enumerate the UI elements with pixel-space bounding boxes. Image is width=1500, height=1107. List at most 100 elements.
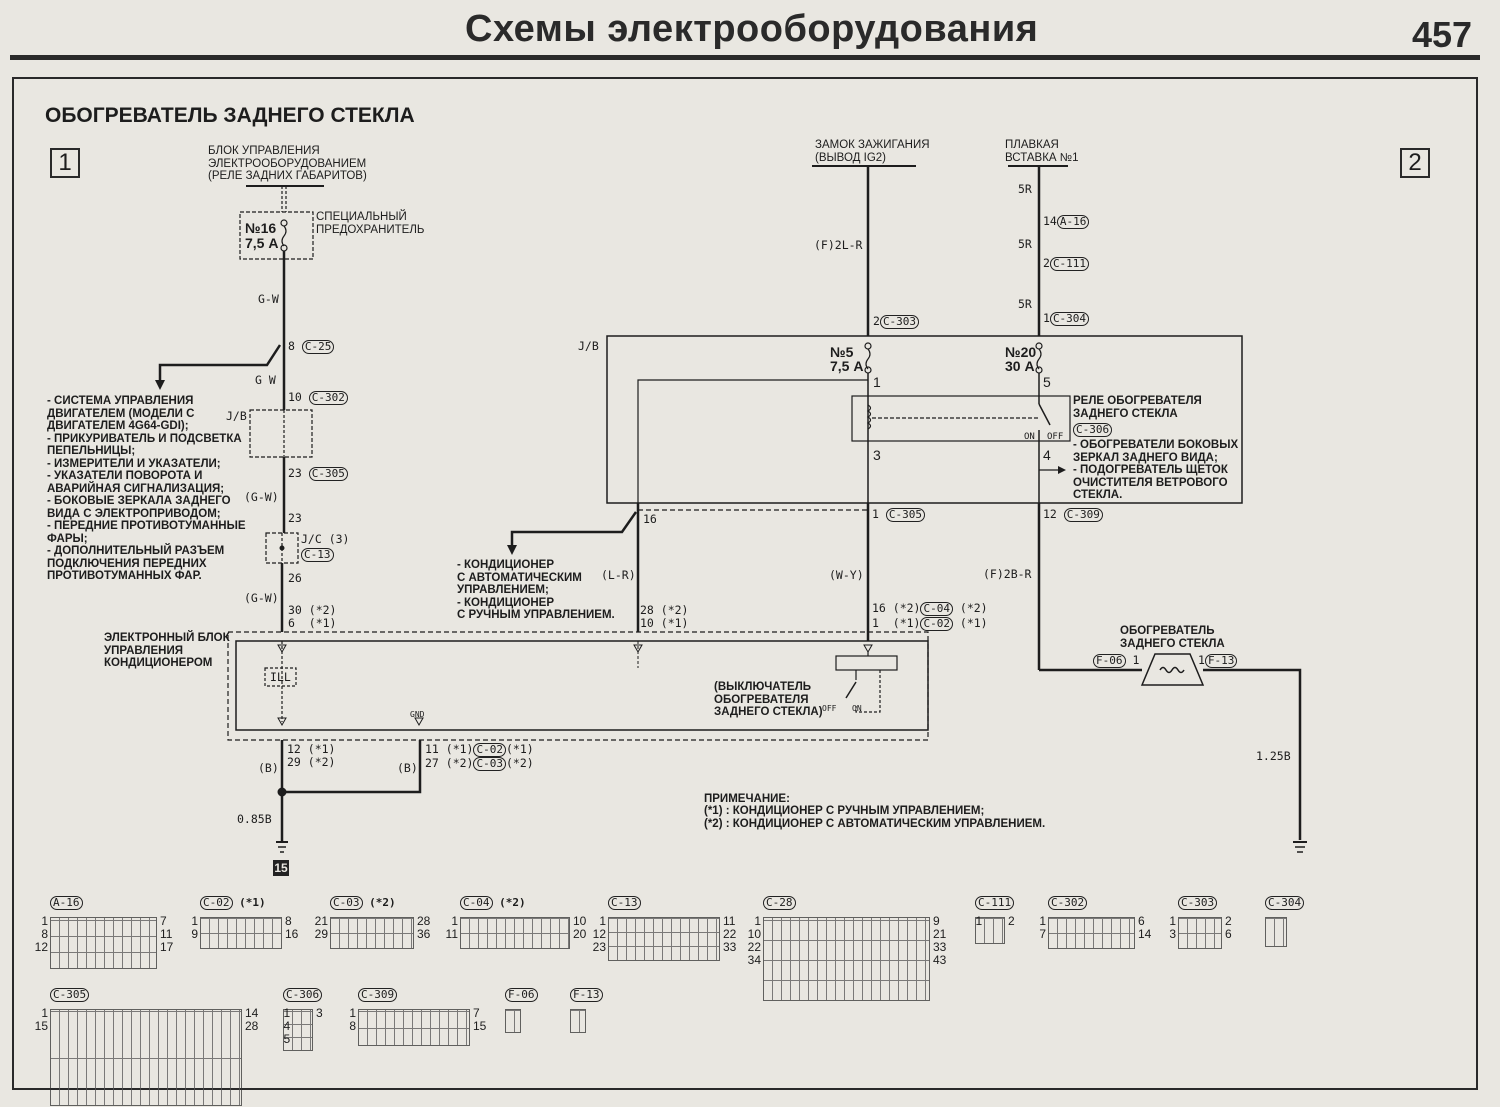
connector-tag: A-16	[1056, 215, 1090, 229]
connector-view: C-03 (*2) 21 29 28 36	[315, 893, 430, 949]
connector-view: F-13	[570, 985, 603, 1033]
wire-code: (B)	[397, 761, 418, 775]
marker-1: 1	[50, 148, 80, 178]
pin-number: 4	[1043, 447, 1051, 463]
connector-face	[505, 1009, 521, 1033]
connector-tag: C-304	[1049, 312, 1090, 326]
diagram-frame	[12, 77, 1478, 1090]
wire-code: 5R	[1018, 297, 1032, 311]
connector-pin-labels-left: 1 11	[445, 914, 458, 941]
connector-pin-labels-left: 1	[975, 914, 983, 928]
acu-label: ЭЛЕКТРОННЫЙ БЛОК УПРАВЛЕНИЯ КОНДИЦИОНЕРО…	[104, 632, 230, 669]
wire-code: (G-W)	[244, 490, 279, 504]
pin-number: 16 (*2)	[872, 601, 921, 615]
pin-number: 1	[873, 374, 881, 390]
connector-tag: C-04	[920, 602, 953, 616]
connector-pin-labels-left: 1 8	[349, 1006, 356, 1033]
wire-code: G W	[255, 373, 276, 387]
connector-tag: C-309	[1063, 508, 1103, 522]
connector-pin-labels-right: 11 22 33	[723, 914, 737, 954]
ignition-label: ЗАМОК ЗАЖИГАНИЯ (ВЫВОД IG2)	[815, 139, 930, 164]
pin-number: 2	[873, 314, 880, 328]
variant-note: (*2)	[959, 601, 988, 615]
connector-face	[283, 1009, 313, 1051]
connector-face	[1178, 917, 1222, 949]
note-line-1: (*1) : КОНДИЦИОНЕР С РУЧНЫМ УПРАВЛЕНИЕМ;	[704, 805, 985, 817]
variant-note: (*2)	[505, 756, 534, 770]
connector-view-tag: C-304	[1265, 896, 1305, 910]
connector-view: C-304	[1265, 893, 1305, 947]
pin-number: 30 (*2) 6 (*1)	[288, 603, 337, 630]
connector-face	[608, 917, 720, 961]
connector-tag: C-306	[1073, 423, 1113, 437]
connector-pin-labels-right: 10 20	[573, 914, 587, 941]
relay-label: РЕЛЕ ОБОГРЕВАТЕЛЯ ЗАДНЕГО СТЕКЛА	[1073, 395, 1202, 420]
wire-code: (W-Y)	[829, 568, 864, 582]
wire-code: 5R	[1018, 182, 1032, 196]
connector-view-note: (*2)	[492, 896, 526, 909]
connector-tag: C-111	[1049, 257, 1090, 271]
pin-number: 1	[1043, 311, 1050, 325]
connector-tag: C-303	[879, 315, 920, 329]
heater-symbol	[1140, 653, 1205, 686]
wire-code: (F)2B-R	[983, 567, 1032, 581]
header-rule	[10, 55, 1480, 60]
section-title: ОБОГРЕВАТЕЛЬ ЗАДНЕГО СТЕКЛА	[45, 104, 415, 127]
wire-code: (F)2L-R	[814, 238, 863, 252]
connector-pin-labels-right: 3	[316, 1006, 323, 1020]
connector-view-note: (*2)	[362, 896, 396, 909]
connector-pin-labels-right: 8 16	[285, 914, 299, 941]
connector-tag: C-02	[473, 743, 506, 757]
connector-pin-labels-right: 28 36	[417, 914, 431, 941]
fuse-20-name: №20	[1005, 344, 1037, 360]
connector-view-tag: C-03	[330, 896, 363, 910]
connector-view-tag: C-302	[1048, 896, 1088, 910]
pin-number: 5	[1043, 374, 1051, 390]
switch-on-label: ON	[852, 704, 862, 713]
pin-number: 28 (*2) 10 (*1)	[640, 603, 689, 630]
pin-number: 1	[1132, 653, 1140, 667]
heater-label: ОБОГРЕВАТЕЛЬ ЗАДНЕГО СТЕКЛА	[1120, 625, 1225, 650]
marker-2: 2	[1400, 148, 1430, 178]
connector-pin-labels-right: 7 15	[473, 1006, 487, 1033]
jb-right-label: J/B	[578, 339, 599, 353]
acu-outer	[227, 631, 929, 741]
switch-box	[835, 655, 898, 671]
page-number: 457	[1412, 14, 1473, 55]
connector-view: F-06	[505, 985, 538, 1033]
note-line-2: (*2) : КОНДИЦИОНЕР С АВТОМАТИЧЕСКИМ УПРА…	[704, 818, 1046, 830]
switch-off-label: OFF	[822, 704, 837, 713]
pin-number: 12	[1043, 507, 1057, 521]
connector-pin-labels-left: 21 29	[314, 914, 328, 941]
connector-pin-labels-left: 1 12 23	[592, 914, 606, 954]
page-header-title: Схемы электрооборудования	[465, 8, 1039, 50]
connector-pin-labels-left: 1 8 12	[34, 914, 48, 954]
connector-view-tag: F-06	[505, 988, 538, 1002]
connector-view-tag: C-309	[358, 988, 398, 1002]
pin-number: 8	[288, 339, 295, 353]
connector-tag: C-02	[920, 617, 953, 631]
switch-label: (ВЫКЛЮЧАТЕЛЬ ОБОГРЕВАТЕЛЯ ЗАДНЕГО СТЕКЛА…	[714, 681, 823, 718]
pin-number: 16	[643, 512, 657, 526]
pin-number: 26	[288, 571, 302, 585]
connector-tag: C-305	[885, 508, 925, 522]
jb-left-box	[249, 409, 313, 458]
note-title: ПРИМЕЧАНИЕ:	[704, 793, 790, 805]
gnd-label: GND	[410, 710, 425, 719]
special-fuse-label: СПЕЦИАЛЬНЫЙ ПРЕДОХРАНИТЕЛЬ	[316, 211, 425, 236]
pin-number: 10	[288, 390, 302, 404]
connector-pin-labels-right: 9 21 33 43	[933, 914, 947, 967]
connector-tag: C-25	[301, 340, 335, 354]
fuse-16-name: №16	[245, 220, 277, 236]
connector-tag: C-03	[473, 757, 506, 771]
branch-list-left: - СИСТЕМА УПРАВЛЕНИЯ ДВИГАТЕЛЕМ (МОДЕЛИ …	[47, 395, 246, 582]
connector-pin-labels-left: 1 9	[191, 914, 198, 941]
connector-pin-labels-left: 1 15	[34, 1006, 48, 1033]
fuse-5-name: №5	[830, 344, 854, 360]
connector-view-tag: A-16	[50, 896, 83, 910]
